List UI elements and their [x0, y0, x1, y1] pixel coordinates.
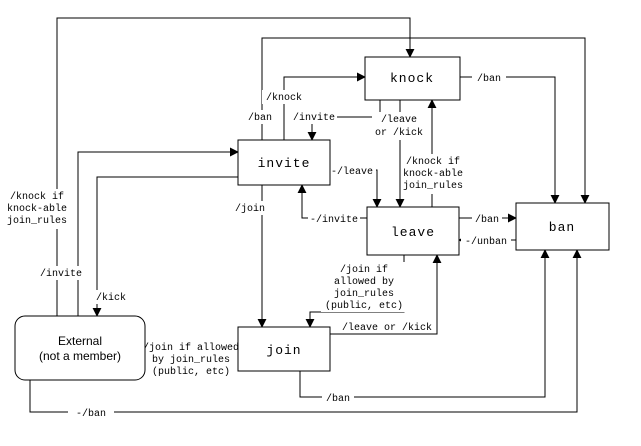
transition-label-external-to-join: (public, etc)	[152, 366, 230, 378]
transition-label-invite-to-ban: /ban	[248, 112, 272, 124]
transition-label-external-to-invite: /invite	[40, 268, 82, 280]
label-backgrounds-layer	[6, 71, 511, 420]
state-box-join	[237, 326, 331, 372]
label-bg	[472, 71, 506, 85]
transition-label-leave-to-invite: -/invite	[310, 214, 358, 226]
transition-label-leave-to-join: join_rules	[334, 288, 394, 300]
label-bg	[262, 90, 306, 104]
transition-join-to-leave	[330, 254, 442, 335]
label-bg	[6, 189, 68, 229]
transition-label-invite-to-knock: /knock	[266, 92, 302, 104]
label-bg	[142, 340, 240, 380]
label-bg	[233, 201, 267, 215]
transition-label-leave-to-join: allowed by	[334, 276, 394, 288]
label-bg	[402, 154, 464, 194]
state-label-leave: leave	[391, 225, 435, 240]
state-label-invite: invite	[258, 156, 311, 171]
transition-label-join-to-ban: /ban	[326, 393, 350, 405]
transition-label-knock-to-leave: /leave	[381, 114, 417, 126]
transition-invite-to-knock	[283, 72, 366, 140]
transition-label-external-to-join: by join_rules	[152, 354, 230, 366]
transition-label-leave-to-ban: /ban	[475, 214, 499, 226]
label-bg	[321, 262, 407, 312]
transition-label-external-to-join: /join if allowed	[143, 342, 239, 354]
transition-label-leave-to-knock: knock-able	[403, 168, 463, 180]
transition-label-leave-to-knock: join_rules	[403, 180, 463, 192]
transition-label-invite-to-join: /join	[235, 203, 265, 215]
label-bg	[291, 110, 337, 124]
transition-label-external-to-knock: /knock if	[10, 191, 64, 203]
transition-label-knock-to-leave: or /kick	[375, 127, 423, 139]
transition-label-knock-to-invite: /invite	[293, 112, 335, 124]
label-bg	[461, 234, 511, 247]
label-bg	[308, 212, 360, 225]
label-bg	[472, 212, 502, 225]
transition-join-to-ban	[299, 249, 550, 398]
label-bg	[341, 320, 433, 333]
transition-invite-to-ban	[261, 37, 590, 204]
state-box-leave	[366, 206, 460, 256]
label-bg	[328, 164, 376, 178]
transition-label-leave-to-join: /join if	[340, 264, 388, 276]
transition-label-leave-to-join: (public, etc)	[325, 300, 403, 312]
transition-label-leave-to-knock: /knock if	[406, 156, 460, 168]
state-label-external-line2: (not a member)	[39, 349, 121, 363]
transition-label-external-to-ban: -/ban	[76, 408, 106, 420]
state-label-ban: ban	[549, 220, 575, 235]
edge-labels-layer: /knock if knock-able join_rules /invite …	[7, 73, 507, 420]
transition-invite-to-external	[92, 176, 238, 317]
state-label-knock: knock	[390, 71, 434, 86]
nodes-layer: knock invite leave ban join External (no…	[14, 56, 610, 381]
label-bg	[39, 266, 83, 280]
state-label-external-line1: External	[58, 334, 102, 348]
transition-label-invite-to-leave: -/leave	[331, 166, 373, 178]
transition-knock-to-ban	[460, 76, 560, 204]
state-box-knock	[364, 56, 461, 101]
label-bg	[372, 112, 426, 140]
state-box-external	[14, 315, 146, 381]
label-bg	[243, 110, 277, 124]
transition-external-to-invite	[77, 147, 239, 316]
transition-label-external-to-knock: join_rules	[7, 215, 67, 227]
label-bg	[68, 406, 114, 420]
state-label-join: join	[266, 343, 301, 358]
transition-label-external-to-knock: knock-able	[7, 203, 67, 215]
transition-label-knock-to-ban: /ban	[477, 73, 501, 85]
state-box-invite	[237, 139, 331, 186]
state-box-ban	[515, 202, 610, 251]
transition-label-join-to-leave: /leave or /kick	[342, 322, 432, 334]
transition-label-invite-to-external: /kick	[96, 292, 126, 304]
transition-knock-to-invite	[307, 100, 381, 141]
transition-external-to-ban	[29, 249, 582, 413]
label-bg	[94, 290, 128, 304]
label-bg	[322, 391, 354, 404]
transition-label-ban-to-leave: -/unban	[465, 236, 507, 248]
